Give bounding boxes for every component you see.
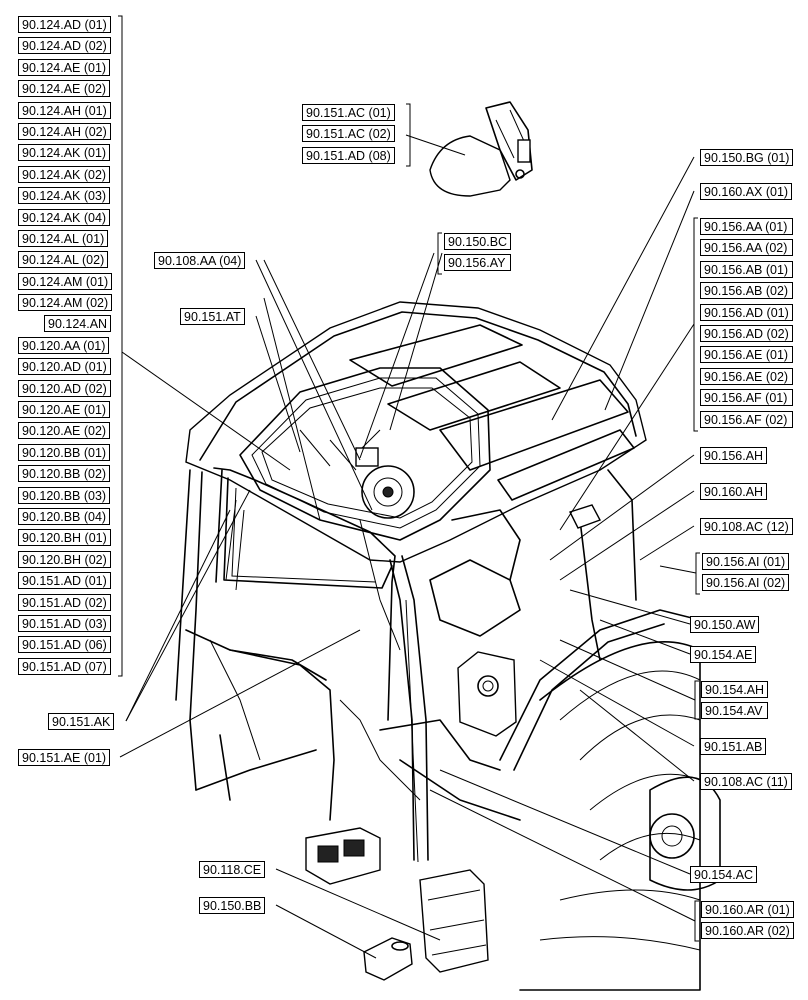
ah-av-group-label-1[interactable]: 90.154.AV (701, 702, 769, 720)
detail-cover (429, 101, 533, 197)
leader-lines (119, 134, 697, 959)
roof-group-label-0[interactable]: 90.150.BC (444, 233, 512, 250)
roof-panel-reference-group: 90.156.AA (01) 90.156.AA (02) 90.156.AB (0… (700, 218, 793, 432)
ar-group-label-0[interactable]: 90.160.AR (01) (701, 901, 794, 918)
left-group-label-25[interactable]: 90.120.BH (02) (18, 550, 111, 568)
label-90-156-ah[interactable]: 90.156.AH (700, 447, 768, 464)
label-90-150-bb[interactable]: 90.150.BB (199, 897, 266, 914)
left-group-label-19[interactable]: 90.120.AE (02) (18, 422, 111, 440)
left-group-label-3[interactable]: 90.124.AE (02) (18, 80, 111, 98)
left-group-label-1[interactable]: 90.124.AD (02) (18, 37, 111, 55)
left-group-label-0[interactable]: 90.124.AD (01) (18, 16, 111, 33)
left-group-label-9[interactable]: 90.124.AK (04) (18, 208, 111, 226)
left-group-label-21[interactable]: 90.120.BB (02) (18, 465, 111, 483)
left-group-label-17[interactable]: 90.120.AD (02) (18, 379, 111, 397)
roof-panel-group-label-6[interactable]: 90.156.AE (01) (700, 346, 793, 364)
left-group-label-16[interactable]: 90.120.AD (01) (18, 358, 111, 376)
ar-group-label-1[interactable]: 90.160.AR (02) (701, 922, 794, 940)
roof-panel-group-label-4[interactable]: 90.156.AD (01) (700, 303, 793, 321)
label-90-160-ah[interactable]: 90.160.AH (700, 483, 768, 500)
label-90-151-ak[interactable]: 90.151.AK (48, 713, 115, 730)
roof-group-label-1[interactable]: 90.156.AY (444, 254, 512, 272)
roof-panel-group-label-8[interactable]: 90.156.AF (01) (700, 389, 793, 407)
roof-panel-group-label-0[interactable]: 90.156.AA (01) (700, 218, 793, 235)
label-90-108-ac-11[interactable]: 90.108.AC (11) (700, 773, 792, 790)
label-90-154-ac[interactable]: 90.154.AC (690, 866, 758, 883)
label-90-108-ac-12[interactable]: 90.108.AC (12) (700, 518, 793, 535)
ai-reference-group: 90.156.AI (01) 90.156.AI (02) (702, 553, 790, 596)
label-90-151-ab[interactable]: 90.151.AB (700, 738, 767, 755)
left-group-label-15[interactable]: 90.120.AA (01) (18, 336, 110, 354)
label-90-160-ax-01[interactable]: 90.160.AX (01) (700, 183, 793, 200)
left-group-label-8[interactable]: 90.124.AK (03) (18, 187, 111, 205)
ar-reference-group: 90.160.AR (01) 90.160.AR (02) (701, 901, 794, 944)
label-90-108-aa-04[interactable]: 90.108.AA (04) (154, 252, 246, 269)
roof-panel-group-label-9[interactable]: 90.156.AF (02) (700, 410, 793, 428)
left-group-label-13[interactable]: 90.124.AM (02) (18, 294, 113, 312)
ai-group-label-0[interactable]: 90.156.AI (01) (702, 553, 790, 570)
roof-panel-group-label-3[interactable]: 90.156.AB (02) (700, 282, 793, 300)
ah-av-reference-group: 90.154.AH 90.154.AV (701, 681, 769, 724)
left-group-label-12[interactable]: 90.124.AM (01) (18, 272, 113, 290)
cover-group-label-2[interactable]: 90.151.AD (08) (302, 146, 395, 164)
left-group-label-5[interactable]: 90.124.AH (02) (18, 122, 111, 140)
cab-roof (185, 301, 647, 563)
roof-reference-group: 90.150.BC 90.156.AY (444, 233, 512, 276)
left-group-label-6[interactable]: 90.124.AK (01) (18, 144, 111, 162)
ai-group-label-1[interactable]: 90.156.AI (02) (702, 574, 790, 592)
ah-av-group-label-0[interactable]: 90.154.AH (701, 681, 769, 698)
label-90-154-ae[interactable]: 90.154.AE (690, 646, 757, 663)
left-group-label-30[interactable]: 90.151.AD (07) (18, 657, 111, 675)
left-group-label-24[interactable]: 90.120.BH (01) (18, 529, 111, 547)
left-reference-group: 90.124.AD (01) 90.124.AD (02) 90.124.AE (0… (18, 16, 120, 679)
left-group-label-20[interactable]: 90.120.BB (01) (18, 443, 111, 461)
label-90-151-at[interactable]: 90.151.AT (180, 308, 245, 325)
label-90-118-ce[interactable]: 90.118.CE (199, 861, 266, 878)
left-group-label-22[interactable]: 90.120.BB (03) (18, 486, 111, 504)
roof-panel-group-label-5[interactable]: 90.156.AD (02) (700, 324, 793, 342)
left-group-label-14[interactable]: 90.124.AN (44, 315, 112, 333)
left-group-label-18[interactable]: 90.120.AE (01) (18, 401, 111, 419)
label-90-151-ae-01[interactable]: 90.151.AE (01) (18, 749, 111, 766)
label-90-150-bg-01[interactable]: 90.150.BG (01) (700, 149, 794, 166)
left-group-label-29[interactable]: 90.151.AD (06) (18, 636, 111, 654)
roof-panel-group-label-2[interactable]: 90.156.AB (01) (700, 260, 793, 278)
roof-panel-group-label-1[interactable]: 90.156.AA (02) (700, 239, 793, 257)
cover-group-label-1[interactable]: 90.151.AC (02) (302, 125, 395, 143)
left-group-label-2[interactable]: 90.124.AE (01) (18, 58, 111, 76)
left-group-label-23[interactable]: 90.120.BB (04) (18, 507, 111, 525)
left-group-label-26[interactable]: 90.151.AD (01) (18, 572, 111, 590)
left-group-label-4[interactable]: 90.124.AH (01) (18, 101, 111, 119)
cab-body (175, 467, 721, 991)
label-90-150-aw[interactable]: 90.150.AW (690, 616, 760, 633)
roof-panel-group-label-7[interactable]: 90.156.AE (02) (700, 367, 793, 385)
left-group-label-27[interactable]: 90.151.AD (02) (18, 593, 111, 611)
left-group-label-11[interactable]: 90.124.AL (02) (18, 251, 109, 269)
left-group-label-7[interactable]: 90.124.AK (02) (18, 165, 111, 183)
cover-reference-group: 90.151.AC (01) 90.151.AC (02) 90.151.AD (0… (302, 104, 395, 168)
left-group-label-10[interactable]: 90.124.AL (01) (18, 229, 109, 247)
cover-group-label-0[interactable]: 90.151.AC (01) (302, 104, 395, 121)
left-group-label-28[interactable]: 90.151.AD (03) (18, 614, 111, 632)
